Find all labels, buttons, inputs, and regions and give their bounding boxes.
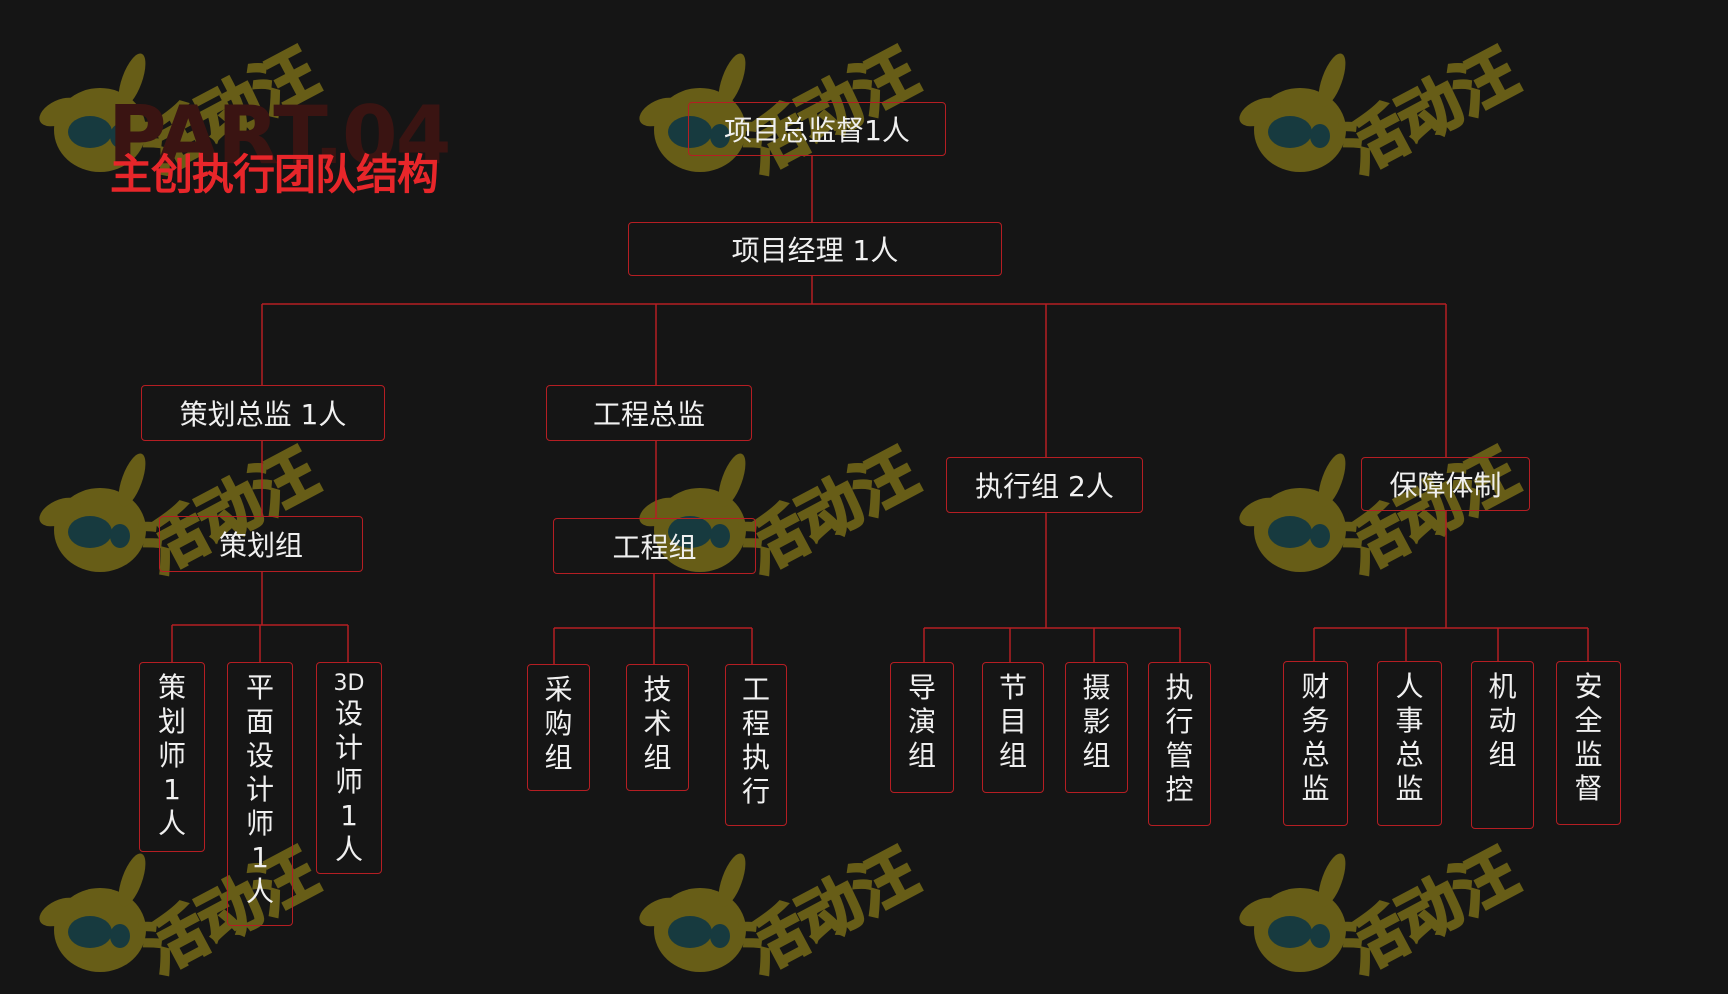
- leaf-char: 导: [907, 671, 936, 704]
- leaf-char: 目: [998, 705, 1027, 738]
- leaf-char: 事: [1395, 704, 1424, 737]
- leaf-char: 1: [163, 773, 181, 806]
- node-planning-group: 策划组: [159, 516, 363, 572]
- leaf-char: 1: [340, 799, 358, 832]
- leaf-char: 面: [245, 705, 274, 738]
- leaf-char: 师: [245, 807, 274, 840]
- leaf-char: 安: [1574, 670, 1603, 703]
- leaf-char: 师: [157, 739, 186, 772]
- leaf-char: 监: [1574, 738, 1603, 771]
- leaf-char: 务: [1301, 704, 1330, 737]
- node-project-director: 项目总监督1人: [688, 102, 946, 156]
- leaf-char: 人: [334, 833, 363, 866]
- node-engineering-director: 工程总监: [546, 385, 752, 441]
- node-support-system: 保障体制: [1361, 457, 1530, 511]
- leaf-char: 采: [544, 673, 573, 706]
- leaf-char: 影: [1082, 705, 1111, 738]
- leaf-char: 组: [1082, 739, 1111, 772]
- leaf-char: 人: [1395, 670, 1424, 703]
- leaf-exec-control: 执行管控: [1148, 662, 1211, 826]
- leaf-char: 计: [245, 773, 274, 806]
- leaf-char: 摄: [1082, 671, 1111, 704]
- leaf-director-group: 导演组: [890, 662, 954, 793]
- leaf-char: 平: [245, 671, 274, 704]
- leaf-mobile-group: 机动组: [1471, 661, 1534, 829]
- leaf-char: 技: [643, 673, 672, 706]
- leaf-char: 划: [157, 705, 186, 738]
- leaf-char: 策: [157, 671, 186, 704]
- section-ghost-title: PART.04: [108, 89, 451, 182]
- leaf-char: 监: [1395, 772, 1424, 805]
- leaf-char: 执: [741, 741, 770, 774]
- leaf-char: 财: [1301, 670, 1330, 703]
- leaf-char: 计: [334, 731, 363, 764]
- leaf-char: 总: [1395, 738, 1424, 771]
- node-planning-director: 策划总监 1人: [141, 385, 385, 441]
- leaf-char: 组: [544, 741, 573, 774]
- leaf-char: 3D: [333, 671, 365, 696]
- leaf-char: 组: [1488, 738, 1517, 771]
- node-project-manager: 项目经理 1人: [628, 222, 1002, 276]
- leaf-char: 设: [245, 739, 274, 772]
- leaf-char: 全: [1574, 704, 1603, 737]
- leaf-char: 组: [998, 739, 1027, 772]
- leaf-hr: 人事总监: [1377, 661, 1442, 826]
- leaf-char: 工: [741, 673, 770, 706]
- leaf-char: 1: [251, 841, 269, 874]
- leaf-char: 组: [907, 739, 936, 772]
- leaf-char: 动: [1488, 704, 1517, 737]
- leaf-char: 购: [544, 707, 573, 740]
- leaf-program-group: 节目组: [982, 662, 1044, 793]
- page-title: 主创执行团队结构: [110, 150, 439, 199]
- leaf-char: 总: [1301, 738, 1330, 771]
- node-engineering-group: 工程组: [553, 518, 756, 574]
- leaf-char: 人: [157, 807, 186, 840]
- leaf-photo-group: 摄影组: [1065, 662, 1128, 793]
- leaf-char: 设: [334, 697, 363, 730]
- leaf-char: 师: [334, 765, 363, 798]
- leaf-char: 行: [1165, 705, 1194, 738]
- leaf-char: 节: [998, 671, 1027, 704]
- leaf-technical: 技术组: [626, 664, 689, 791]
- leaf-safety: 安全监督: [1556, 661, 1621, 825]
- leaf-char: 演: [907, 705, 936, 738]
- leaf-char: 督: [1574, 772, 1603, 805]
- leaf-char: 人: [245, 875, 274, 908]
- leaf-finance: 财务总监: [1283, 661, 1348, 826]
- leaf-char: 管: [1165, 739, 1194, 772]
- leaf-char: 机: [1488, 670, 1517, 703]
- connector-lines: [171, 156, 1589, 664]
- node-execution-group: 执行组 2人: [946, 457, 1143, 513]
- leaf-char: 程: [741, 707, 770, 740]
- leaf-char: 控: [1165, 773, 1194, 806]
- leaf-procurement: 采购组: [527, 664, 590, 791]
- leaf-char: 执: [1165, 671, 1194, 704]
- leaf-char: 组: [643, 741, 672, 774]
- leaf-char: 行: [741, 775, 770, 808]
- leaf-engineering-exec: 工程执行: [725, 664, 787, 826]
- leaf-char: 监: [1301, 772, 1330, 805]
- org-chart-slide: 活动汪 活动汪 活动汪 活动汪 活动汪: [39, 33, 1621, 988]
- leaf-char: 术: [643, 707, 672, 740]
